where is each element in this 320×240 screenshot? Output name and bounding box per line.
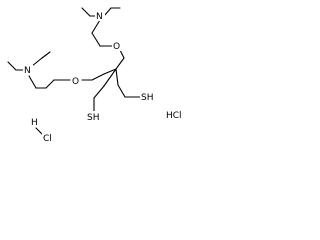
bond — [103, 68, 117, 87]
bond — [81, 7, 91, 17]
hcl-hydrogen-atom: H — [31, 118, 38, 128]
bond — [91, 19, 101, 34]
bond — [103, 7, 112, 17]
bond — [115, 57, 125, 70]
chemical-structure-diagram: N O N O SH HCl SH H Cl — [0, 0, 196, 144]
bond — [91, 32, 101, 47]
nitrogen-atom-left: N — [24, 66, 31, 76]
bond — [41, 51, 51, 59]
nitrogen-atom-top: N — [96, 12, 103, 22]
thiol-group-left: SH — [87, 113, 99, 123]
hcl-chlorine-atom: Cl — [43, 134, 52, 144]
bond — [119, 49, 125, 59]
oxygen-atom-top: O — [113, 42, 120, 52]
bond — [28, 75, 37, 89]
molecule-drawing: N O N O SH HCl SH H Cl — [7, 7, 189, 144]
bond — [7, 61, 17, 71]
bond — [45, 79, 55, 89]
bond — [117, 84, 126, 98]
bond — [31, 57, 43, 67]
bond — [103, 68, 117, 75]
thiol-group-right: SH — [141, 93, 153, 103]
hydrochloride-right: HCl — [166, 111, 182, 121]
bond — [115, 68, 119, 86]
oxygen-atom-left: O — [72, 77, 79, 87]
bond — [93, 85, 105, 99]
bond — [91, 73, 105, 81]
